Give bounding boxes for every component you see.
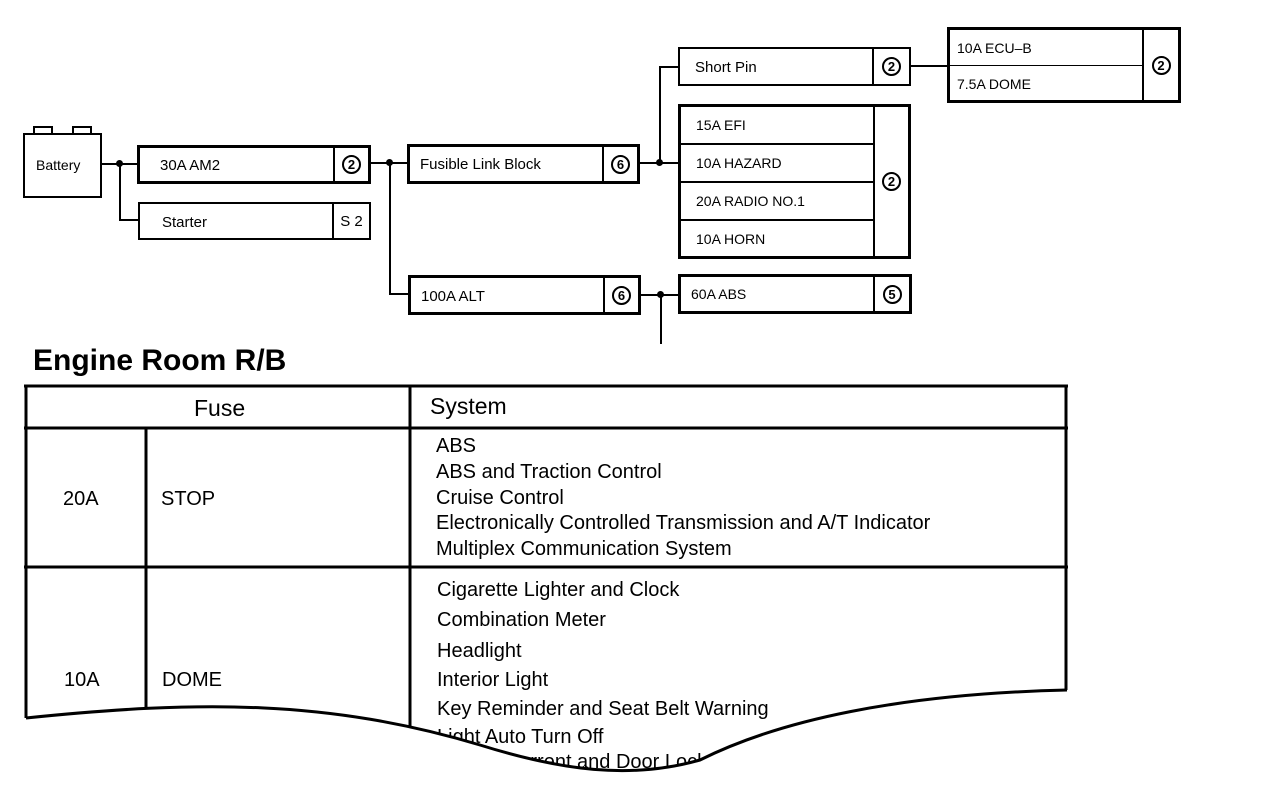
system-item: Electronically Controlled Transmission a… xyxy=(436,512,931,534)
battery-terminal-right xyxy=(72,126,92,134)
torn-edge xyxy=(25,688,1068,773)
connector-label: S 2 xyxy=(340,212,363,230)
row-divider xyxy=(950,65,1142,66)
fuse-label: 100A ALT xyxy=(421,288,485,305)
row-divider xyxy=(681,181,873,183)
system-item: Key Reminder and Seat Belt Warning xyxy=(437,698,769,720)
fuse-name: STOP xyxy=(161,488,216,510)
wire xyxy=(659,67,661,164)
system-item: Cigarette Lighter and Clock xyxy=(437,579,680,601)
fuse-label: 10A ECU–B xyxy=(957,40,1032,56)
connector-number: 6 xyxy=(602,147,637,181)
row-divider xyxy=(681,143,873,145)
system-item: Interior Light xyxy=(437,669,549,691)
fuse-label: 15A EFI xyxy=(696,117,746,133)
fuse-label: Starter xyxy=(162,214,208,231)
connector-number: 2 xyxy=(1142,30,1178,100)
system-item: Cruise Control xyxy=(436,487,564,509)
fuse-amp: 20A xyxy=(63,488,99,510)
wire xyxy=(119,219,139,221)
fuse-name: DOME xyxy=(162,669,222,691)
fuse-label: 10A HAZARD xyxy=(696,155,782,171)
circled-number: 2 xyxy=(882,57,901,76)
row-divider xyxy=(681,219,873,221)
system-item: ABS xyxy=(436,435,477,457)
fuse-60a-abs[interactable]: 60A ABS 5 xyxy=(678,274,912,314)
fuse-label: 10A HORN xyxy=(696,231,766,247)
section-title: Engine Room R/B xyxy=(33,344,287,377)
battery-label: Battery xyxy=(36,157,81,173)
fuse-100a-alt[interactable]: 100A ALT 6 xyxy=(408,275,641,315)
connector-number: 6 xyxy=(603,278,638,312)
wire xyxy=(119,163,121,221)
circled-number: 5 xyxy=(882,284,902,304)
header-system: System xyxy=(430,393,507,419)
wire xyxy=(389,162,391,295)
circled-number: 6 xyxy=(612,285,631,305)
circled-number: 2 xyxy=(882,172,901,191)
wire xyxy=(911,65,949,67)
connector-number: S 2 xyxy=(332,204,369,238)
fuse-amp: 10A xyxy=(64,669,100,691)
circled-number: 2 xyxy=(1151,55,1171,75)
fuse-label: 7.5A DOME xyxy=(957,76,1031,92)
starter[interactable]: Starter S 2 xyxy=(138,202,371,240)
fuse-label: 30A AM2 xyxy=(160,157,221,174)
battery: Battery xyxy=(23,133,102,198)
fuse-label: 60A ABS xyxy=(691,286,747,302)
circled-number: 6 xyxy=(611,154,630,174)
system-item: Multiplex Communication System xyxy=(436,538,732,560)
header-fuse: Fuse xyxy=(194,395,246,421)
battery-terminal-left xyxy=(33,126,53,134)
system-item: Headlight xyxy=(437,640,522,662)
connector-number: 5 xyxy=(873,277,909,311)
wire xyxy=(660,294,662,344)
fuse-group-ecu-dome[interactable]: 10A ECU–B 7.5A DOME 2 xyxy=(947,27,1181,103)
system-item: ABS and Traction Control xyxy=(436,461,662,483)
short-pin[interactable]: Short Pin 2 xyxy=(678,47,911,86)
circled-number: 2 xyxy=(342,155,361,174)
system-item: Light Auto Turn Off xyxy=(437,726,604,748)
fuse-30a-am2[interactable]: 30A AM2 2 xyxy=(137,145,371,184)
connector-number: 2 xyxy=(873,107,908,256)
connector-number: 2 xyxy=(333,148,368,181)
fuse-label: 20A RADIO NO.1 xyxy=(696,193,805,209)
fuse-label: Short Pin xyxy=(695,59,757,76)
wire xyxy=(389,293,410,295)
fuse-group-2[interactable]: 15A EFI 10A HAZARD 20A RADIO NO.1 10A HO… xyxy=(678,104,911,259)
system-item: Combination Meter xyxy=(437,609,606,631)
wire xyxy=(659,66,680,68)
connector-number: 2 xyxy=(872,49,909,84)
fuse-label: Fusible Link Block xyxy=(420,156,541,173)
fusible-link-block[interactable]: Fusible Link Block 6 xyxy=(407,144,640,184)
